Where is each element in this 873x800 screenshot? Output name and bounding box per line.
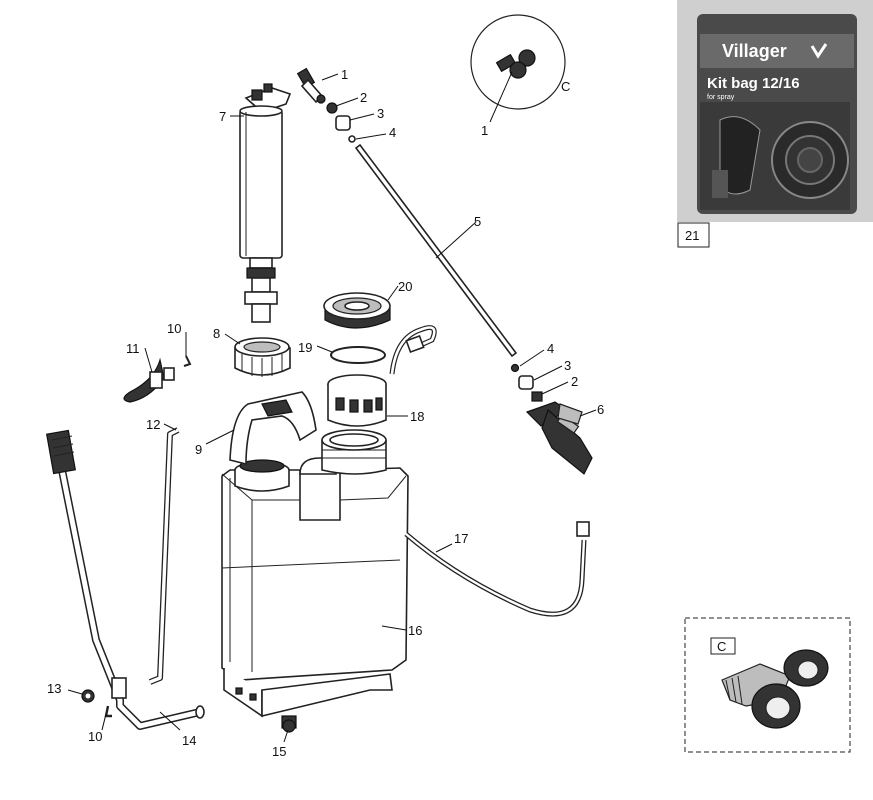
detail-box-c	[684, 617, 851, 753]
callout-2-lower: 2	[571, 374, 578, 389]
washer-2	[326, 102, 338, 114]
callout-3: 3	[377, 106, 384, 121]
valve-15	[281, 715, 297, 733]
lance-5	[354, 143, 518, 358]
brand-check-icon	[810, 43, 828, 59]
pump-nut-8	[234, 337, 291, 377]
hose-17	[404, 532, 587, 617]
nut-3-lower	[518, 375, 534, 390]
photo-title: Kit bag 12/16	[707, 75, 800, 92]
shoulder-strap-9	[229, 391, 317, 466]
cap-20	[323, 292, 391, 329]
nut-3	[335, 115, 351, 131]
photo-brand: Villager	[722, 41, 787, 61]
callout-20: 20	[398, 279, 412, 294]
clip-11	[123, 357, 175, 403]
pin-10-top	[183, 355, 192, 367]
nozzle-1	[296, 67, 326, 104]
callout-1: 1	[341, 67, 348, 82]
callout-17: 17	[454, 531, 468, 546]
pin-10-bottom	[104, 705, 112, 718]
hose-fitting	[576, 521, 590, 537]
callout-7: 7	[219, 109, 226, 124]
callout-10-top: 10	[167, 321, 181, 336]
callout-11: 11	[126, 341, 140, 356]
callout-13: 13	[47, 681, 61, 696]
callout-14: 14	[182, 733, 196, 748]
detail-circle-c	[470, 14, 566, 110]
oring-4-lower	[510, 363, 520, 373]
strainer-18	[327, 374, 387, 427]
callout-10-bottom: 10	[88, 729, 102, 744]
kit-bag-photo: Villager Kit bag 12/16 for spray 21	[677, 0, 873, 248]
callout-c: C	[561, 79, 570, 94]
detail-label-c: C	[717, 639, 726, 654]
callout-15: 15	[272, 744, 286, 759]
callout-12: 12	[146, 417, 160, 432]
callout-5: 5	[474, 214, 481, 229]
callout-3-lower: 3	[564, 358, 571, 373]
photo-number: 21	[685, 228, 699, 243]
callout-4: 4	[389, 125, 396, 140]
callout-2: 2	[360, 90, 367, 105]
oring-4	[348, 135, 356, 143]
callout-19: 19	[298, 340, 312, 355]
pump-cylinder-7	[239, 83, 292, 323]
handle-valve-6	[525, 401, 593, 475]
callout-8: 8	[213, 326, 220, 341]
callout-6: 6	[597, 402, 604, 417]
pump-lever-14	[45, 429, 205, 730]
callout-9: 9	[195, 442, 202, 457]
callout-4-lower: 4	[547, 341, 554, 356]
callout-1-detail: 1	[481, 123, 488, 138]
photo-subtitle: for spray	[707, 94, 735, 101]
tank-16	[221, 429, 409, 718]
seal-ring-19	[330, 346, 386, 364]
washer-2-lower	[531, 391, 543, 402]
callout-18: 18	[410, 409, 424, 424]
callout-16: 16	[408, 623, 422, 638]
